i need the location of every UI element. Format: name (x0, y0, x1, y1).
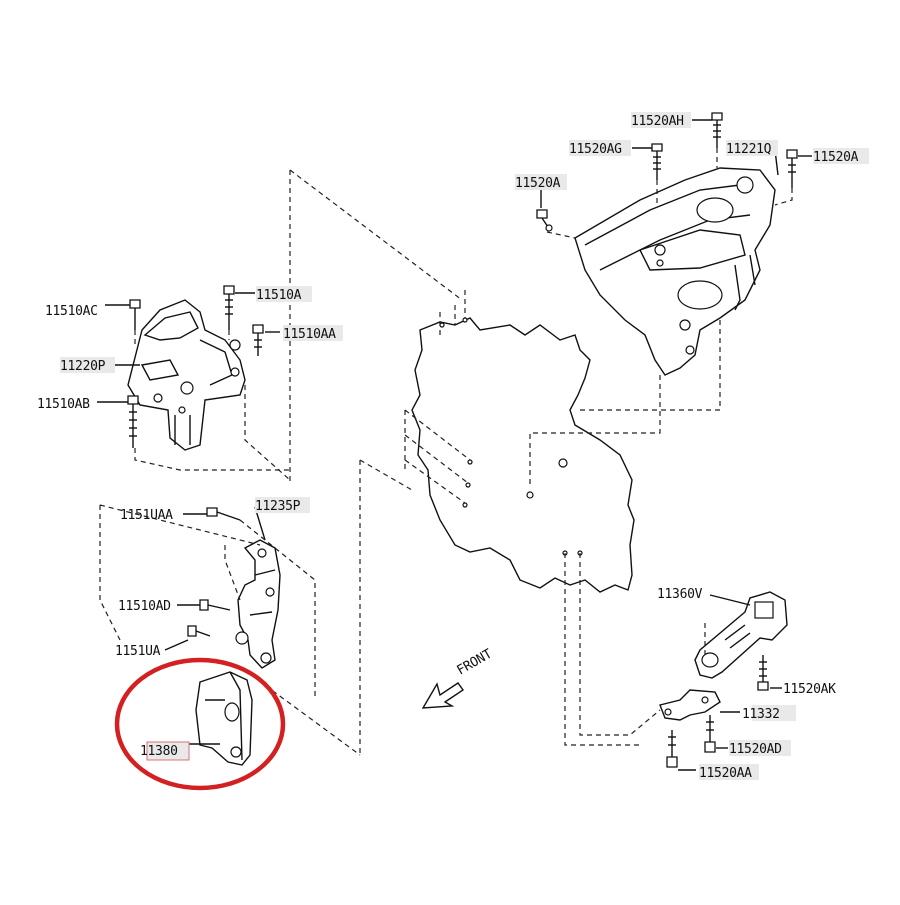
label-group-lower-right: 11360V 11520AK 11332 11520AD 11520AA (657, 587, 836, 781)
label-11380-highlight-outline (146, 741, 190, 761)
label-11510AA: 11510AA (283, 327, 336, 342)
label-11520AD: 11520AD (729, 742, 782, 757)
bolt-11520AD (704, 715, 716, 753)
bolt-11520A-right (786, 149, 798, 188)
label-1151UA: 1151UA (115, 644, 161, 659)
bolt-11510AD (199, 599, 231, 611)
label-11510AC: 11510AC (45, 304, 98, 319)
label-11235P: 11235P (255, 499, 301, 514)
mount-11380 (195, 671, 253, 766)
label-11360V: 11360V (657, 587, 703, 602)
label-11520AK: 11520AK (783, 682, 836, 697)
label-11520A-right: 11520A (813, 150, 859, 165)
upper-right-mount (574, 167, 776, 376)
label-11520AG: 11520AG (569, 142, 622, 157)
bolt-11510AB (127, 395, 139, 448)
bolt-11520AK (757, 655, 769, 691)
bolt-1151UA (187, 625, 211, 637)
bracket-11332 (659, 689, 721, 721)
bolt-11520AA (666, 730, 678, 768)
label-11510AD: 11510AD (118, 599, 171, 614)
bolt-11510AC (129, 299, 141, 330)
front-arrow-icon (421, 682, 464, 709)
bolt-11520A-left (536, 209, 553, 232)
label-group-top-right: 11520AH 11520AG 11221Q 11520A 11520A (515, 112, 869, 191)
label-11520AA: 11520AA (699, 766, 752, 781)
label-11520A-left: 11520A (515, 176, 561, 191)
bolt-11520AG (651, 143, 663, 180)
bracket-11235P (235, 539, 281, 669)
label-11380: 11380 (140, 744, 178, 759)
label-11510A: 11510A (256, 288, 302, 303)
red-highlight-circle (114, 657, 286, 791)
label-group-left: 11510AC 11510A 11510AA 11220P 11510AB (37, 286, 343, 412)
label-11220P: 11220P (60, 359, 106, 374)
bolt-1151UAA (206, 507, 241, 521)
engine-block (404, 290, 635, 593)
bolt-11510A (223, 285, 235, 330)
label-11510AB: 11510AB (37, 397, 90, 412)
label-11520AH: 11520AH (631, 114, 684, 129)
bolt-11510AA (252, 324, 264, 356)
label-11380-highlight-box (147, 742, 189, 760)
bolt-11520AH (711, 112, 723, 148)
label-11332: 11332 (742, 707, 780, 722)
label-11221Q: 11221Q (726, 142, 772, 157)
label-group-lower-left: 1151UAA 11235P 11510AD 1151UA 11380 (115, 497, 310, 759)
label-1151UAA: 1151UAA (120, 508, 173, 523)
left-mount-11220P (127, 299, 246, 451)
front-label: FRONT (455, 646, 496, 678)
torque-rod-11360V (694, 591, 788, 679)
